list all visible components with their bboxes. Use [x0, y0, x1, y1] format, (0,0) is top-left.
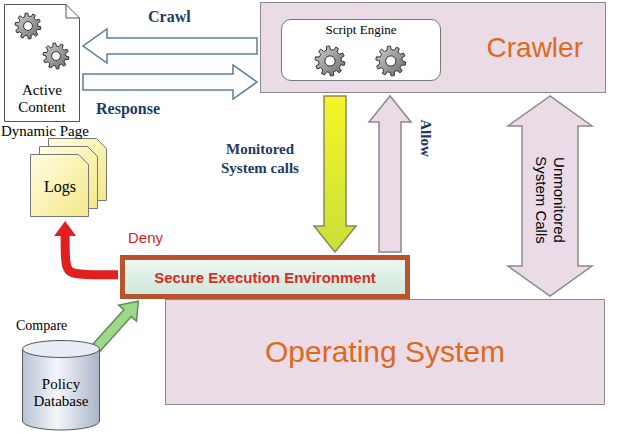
gear-hub — [325, 56, 335, 66]
unmonitored-arrow — [508, 96, 592, 296]
secure-execution-environment: Secure Execution Environment — [120, 255, 410, 299]
page-outline — [5, 5, 80, 122]
policy-database: Policy Database — [22, 340, 100, 430]
edge-label: Allow — [417, 119, 434, 157]
edge-label: Crawl — [148, 8, 191, 26]
cylinder-body — [23, 349, 100, 430]
node-text: Logs — [44, 178, 76, 196]
page-fold — [66, 5, 80, 19]
block-arrow — [508, 96, 592, 296]
edge-label: Deny — [128, 229, 163, 246]
edge-label: Compare — [16, 318, 67, 334]
edge-label: Response — [96, 100, 160, 118]
allow-arrow — [369, 96, 411, 252]
crawl-arrow — [83, 29, 257, 63]
gear-icon — [43, 43, 69, 69]
compare-arrow — [92, 301, 138, 351]
node-text: Secure Execution Environment — [154, 269, 376, 286]
node-text: Script Engine — [325, 22, 396, 38]
block-arrow — [369, 96, 411, 252]
block-arrow — [314, 96, 356, 252]
arrow-head — [54, 221, 76, 236]
edge-label: Monitored System calls — [208, 140, 312, 178]
block-arrow — [83, 29, 257, 63]
gear-hub — [386, 56, 396, 66]
node-text: Dynamic Page — [1, 123, 89, 140]
block-arrow — [92, 301, 138, 351]
monitored-arrow — [314, 96, 356, 252]
node-text: Active Content — [7, 82, 77, 116]
deny-arrow — [54, 221, 118, 275]
gear-hub — [52, 52, 61, 61]
block-arrow — [83, 65, 257, 99]
operating-system-box: Operating System — [165, 299, 605, 405]
node-text: Crawler — [487, 32, 583, 64]
cylinder-top — [23, 341, 100, 358]
crawler-box: Crawler Script Engine — [260, 2, 606, 93]
deny-curve — [65, 235, 118, 275]
node-text: Policy Database — [25, 376, 97, 410]
dynamic-page: Active ContentDynamic Page — [4, 4, 80, 122]
response-arrow — [83, 65, 257, 99]
gear-icon — [15, 13, 41, 39]
script-engine-box: Script Engine — [281, 19, 441, 81]
edge-label: Unmonitored System Calls — [532, 145, 568, 255]
gear-icon — [376, 46, 406, 76]
node-text: Operating System — [265, 335, 505, 369]
logs-stack: Logs — [30, 138, 108, 218]
gear-hub — [24, 22, 33, 31]
log-page — [31, 155, 89, 217]
gear-icon — [315, 46, 345, 76]
